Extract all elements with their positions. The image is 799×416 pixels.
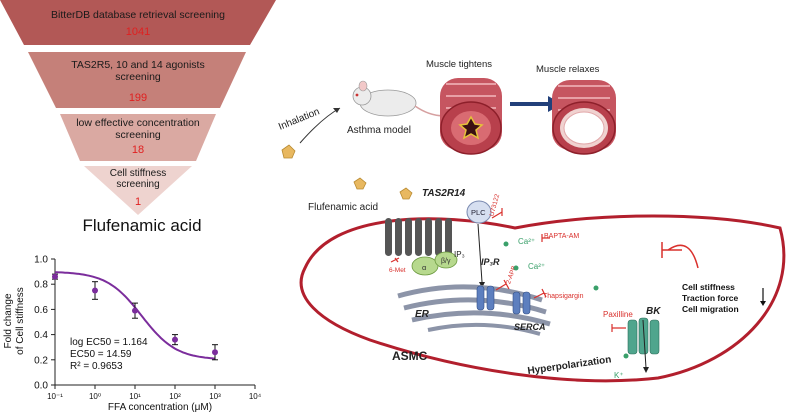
thapsigargin-inhibitor-icon — [533, 288, 547, 299]
chart-data-point — [132, 307, 138, 314]
chart-y-tick-label: 1.0 — [34, 255, 48, 266]
serca-label: SERCA — [514, 322, 546, 332]
chart-x-tick-label: 10² — [169, 392, 181, 401]
bk-label: BK — [646, 306, 661, 317]
calcium-ion-icon — [513, 265, 519, 271]
funnel-stage-2 — [28, 52, 246, 108]
chart-data-point — [52, 273, 58, 280]
calcium-ion-icon — [503, 241, 509, 247]
hyperpolarization-label: Hyperpolarization — [527, 354, 612, 377]
chart-annotation-logec50: log EC50 = 1.164 — [70, 337, 148, 348]
funnel-stage-3 — [60, 114, 216, 161]
bapta-label: BAPTA-AM — [544, 233, 579, 240]
chart-marks — [52, 271, 218, 361]
potassium-efflux-arrow-icon — [642, 319, 647, 369]
muscle-relaxes-label: Muscle relaxes — [536, 64, 600, 75]
funnel-stage-3-label-line2: screening — [115, 129, 161, 141]
chart-y-tick-label: 0.8 — [34, 280, 48, 291]
chart-y-tick-label: 0.2 — [34, 355, 48, 366]
receptor-label: TAS2R14 — [422, 188, 466, 199]
paxilline-label: Paxilline — [603, 310, 633, 319]
dose-response-chart: 0.0 0.2 0.4 0.6 0.8 1.0 10⁻¹ 10⁰ 10¹ 10² 10³ 10⁴ Fo… — [3, 255, 262, 414]
ip3-arrow-icon — [477, 223, 483, 283]
chart-data-point — [92, 287, 98, 294]
g-beta-gamma-label: β/γ — [441, 258, 451, 265]
chart-xlabel: FFA concentration (μM) — [108, 402, 212, 413]
funnel-stage-4-label: Cell stiffness screening — [88, 168, 188, 190]
chart-data-point — [212, 349, 218, 356]
funnel-stage-2-count: 199 — [128, 92, 148, 104]
tas2r14-receptor-icon — [385, 218, 452, 256]
funnel-stage-1-count: 1041 — [125, 26, 151, 38]
funnel-stage-4-label-line2: screening — [116, 179, 160, 190]
ffa-label: Flufenamic acid — [308, 202, 378, 213]
chart-annotation-r2: R² = 0.9653 — [70, 361, 123, 372]
chart-y-tick-label: 0.6 — [34, 305, 48, 316]
funnel-stage-3-label: low effective concentration screening — [66, 117, 210, 141]
ffa-molecule-icon — [281, 144, 296, 159]
asthma-model-label: Asthma model — [347, 125, 411, 136]
potassium-label: K⁺ — [614, 371, 624, 380]
chart-x-tick-label: 10³ — [209, 392, 221, 401]
six-met-inhibitor-icon — [390, 257, 400, 263]
calcium-label-1: Ca²⁺ — [518, 237, 535, 246]
plc-icon: PLC — [466, 200, 492, 224]
thapsigargin-label: Thapsigargin — [543, 293, 584, 300]
ffa-molecule-icon — [353, 177, 367, 190]
funnel-stage-2-label-line2: screening — [115, 71, 161, 83]
mechanism-diagram: Inhalation Asthma model Muscle tightens … — [277, 59, 786, 383]
outcome-traction-force: Traction force — [682, 293, 738, 303]
er-label: ER — [415, 309, 430, 320]
funnel-stage-1-label: BitterDB database retrieval screening — [51, 9, 225, 21]
chart-ylabel-line2: of Cell stiffness — [15, 287, 26, 355]
chart-axes: 0.0 0.2 0.4 0.6 0.8 1.0 10⁻¹ 10⁰ 10¹ 10² 10³ 10⁴ — [34, 255, 262, 402]
funnel-stage-1 — [0, 0, 276, 45]
screening-funnel — [0, 0, 276, 215]
ip3r-channel-icon — [476, 285, 495, 311]
funnel-stage-3-count: 18 — [131, 144, 145, 156]
chart-x-tick-label: 10¹ — [129, 392, 141, 401]
chart-annotation-ec50: EC50 = 14.59 — [70, 349, 132, 360]
six-met-label: 6-Met — [389, 267, 406, 274]
chart-data-point — [172, 336, 178, 343]
calcium-label-2: Ca²⁺ — [528, 262, 545, 271]
outcome-cell-migration: Cell migration — [682, 304, 739, 314]
mouse-icon — [352, 80, 463, 117]
funnel-stage-2-label-line1: TAS2R5, 10 and 14 agonists — [71, 59, 205, 71]
funnel-stage-4-count: 1 — [134, 196, 142, 208]
calcium-ion-icon — [593, 285, 599, 291]
outcome-cell-stiffness: Cell stiffness — [682, 282, 735, 292]
funnel-stage-2-label: TAS2R5, 10 and 14 agonists screening — [40, 59, 236, 83]
serca-pump-icon — [512, 291, 531, 315]
g-protein-icon: α β/γ — [411, 251, 458, 276]
chart-y-tick-label: 0.0 — [34, 381, 48, 392]
ip3-label: IP₃ — [454, 250, 465, 259]
g-alpha-label: α — [422, 263, 427, 272]
funnel-stage-4 — [84, 166, 192, 215]
paxilline-inhibitor-icon — [611, 324, 626, 332]
chart-y-tick-label: 0.4 — [34, 330, 48, 341]
bapta-inhibitor-icon — [541, 234, 550, 242]
funnel-result: Flufenamic acid — [82, 216, 202, 235]
inhalation-label: Inhalation — [277, 106, 321, 132]
ip3r-label: IP₃R — [481, 257, 500, 267]
muscle-tightens-label: Muscle tightens — [426, 59, 492, 70]
asmc-label: ASMC — [392, 349, 428, 363]
constricted-airway-icon — [440, 78, 502, 155]
funnel-stage-4-label-line1: Cell stiffness — [109, 168, 167, 179]
chart-x-tick-label: 10⁴ — [249, 392, 262, 401]
inhibition-bracket-icon — [661, 242, 699, 269]
chart-x-tick-label: 10⁻¹ — [47, 392, 63, 401]
ffa-molecule-icon — [399, 187, 413, 200]
potassium-ion-icon — [623, 353, 629, 359]
chart-x-tick-label: 10⁰ — [89, 392, 101, 401]
apb-inhibitor-icon — [495, 279, 510, 291]
u73122-inhibitor-icon — [491, 208, 503, 219]
chart-ylabel-line1: Fold change — [3, 293, 14, 348]
funnel-stage-3-label-line1: low effective concentration — [76, 117, 200, 129]
relaxed-airway-icon — [552, 80, 616, 155]
plc-label: PLC — [471, 208, 486, 217]
